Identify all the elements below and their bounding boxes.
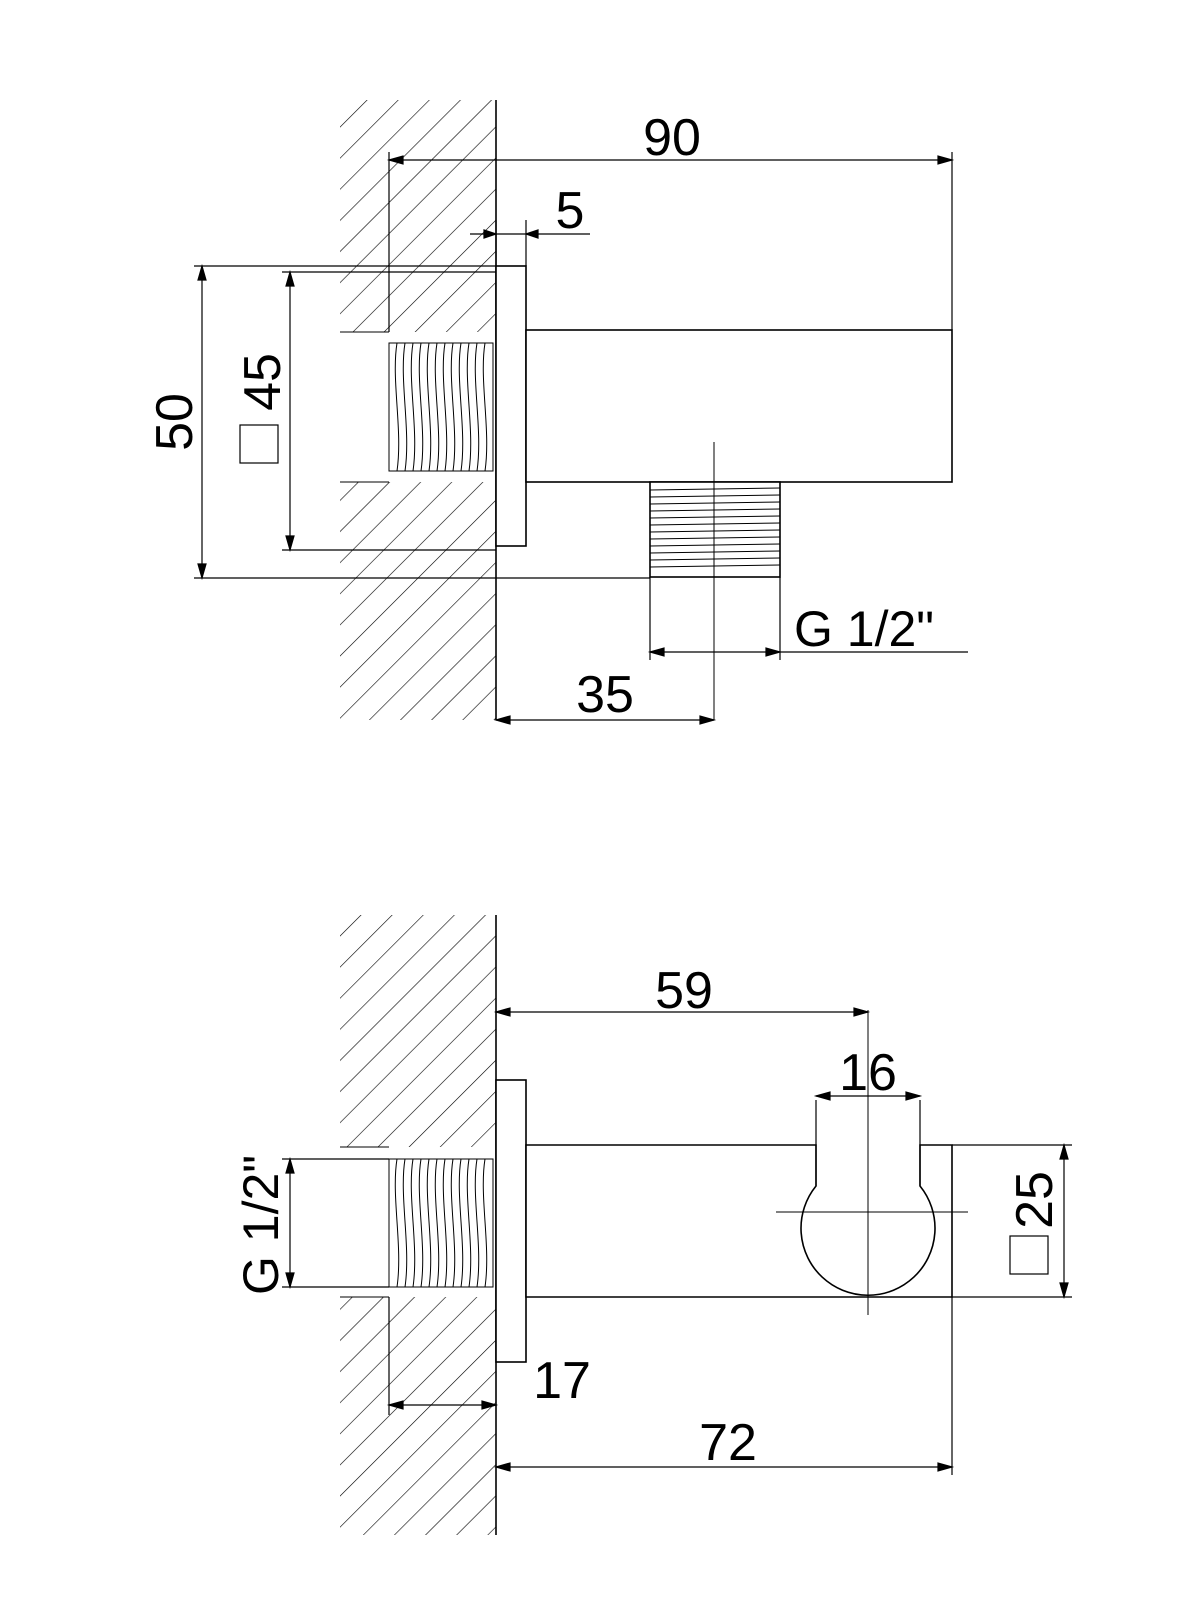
label-90: 90 — [643, 109, 701, 167]
flange-top — [495, 265, 527, 547]
wall-thread-top — [388, 342, 494, 472]
label-35: 35 — [576, 666, 634, 724]
dim-45 — [239, 269, 496, 553]
dim-17 — [386, 1297, 499, 1415]
label-45: 45 — [234, 353, 292, 411]
dim-59 — [493, 1007, 871, 1017]
label-59: 59 — [655, 962, 713, 1020]
wall-hatching-top — [340, 100, 497, 720]
dim-16 — [813, 1091, 923, 1101]
label-thread-top: G 1/2" — [794, 601, 934, 657]
label-72: 72 — [699, 1414, 757, 1472]
label-16: 16 — [839, 1044, 897, 1102]
dim-35 — [493, 715, 717, 725]
label-25: 25 — [1006, 1171, 1064, 1229]
top-view — [194, 100, 968, 725]
outlet-thread — [649, 481, 781, 578]
flange-bottom — [495, 1079, 527, 1363]
bottom-view — [282, 915, 1072, 1535]
label-50: 50 — [146, 393, 204, 451]
label-17: 17 — [533, 1352, 591, 1410]
dim-outlet-thread — [647, 577, 968, 660]
body-top — [525, 329, 953, 483]
dim-25 — [952, 1142, 1072, 1300]
dim-5 — [470, 220, 590, 266]
label-5: 5 — [556, 182, 585, 240]
body-bottom — [525, 1144, 953, 1298]
dim-90 — [386, 152, 955, 332]
dim-72 — [493, 1297, 955, 1475]
square-symbol-icon-2 — [1009, 1235, 1049, 1275]
square-symbol-icon — [239, 424, 279, 464]
label-thread-bottom: G 1/2" — [233, 1155, 289, 1295]
wall-thread-bottom — [388, 1158, 494, 1288]
dim-wall-thread — [282, 1156, 389, 1290]
dim-50 — [194, 263, 650, 581]
